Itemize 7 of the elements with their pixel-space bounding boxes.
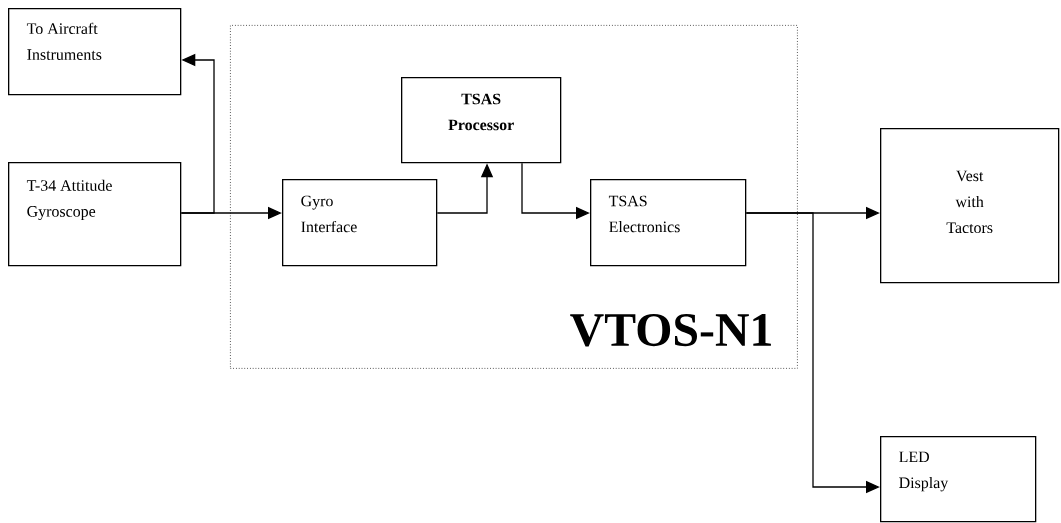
box: TSAS Electronics <box>590 179 747 267</box>
box: To Aircraft Instruments <box>8 8 182 96</box>
box: Gyro Interface <box>282 179 438 267</box>
box: LED Display <box>880 436 1037 523</box>
box: TSAS Processor <box>401 77 562 164</box>
box: Vest with Tactors <box>880 128 1060 284</box>
box: T-34 Attitude Gyroscope <box>8 162 182 267</box>
